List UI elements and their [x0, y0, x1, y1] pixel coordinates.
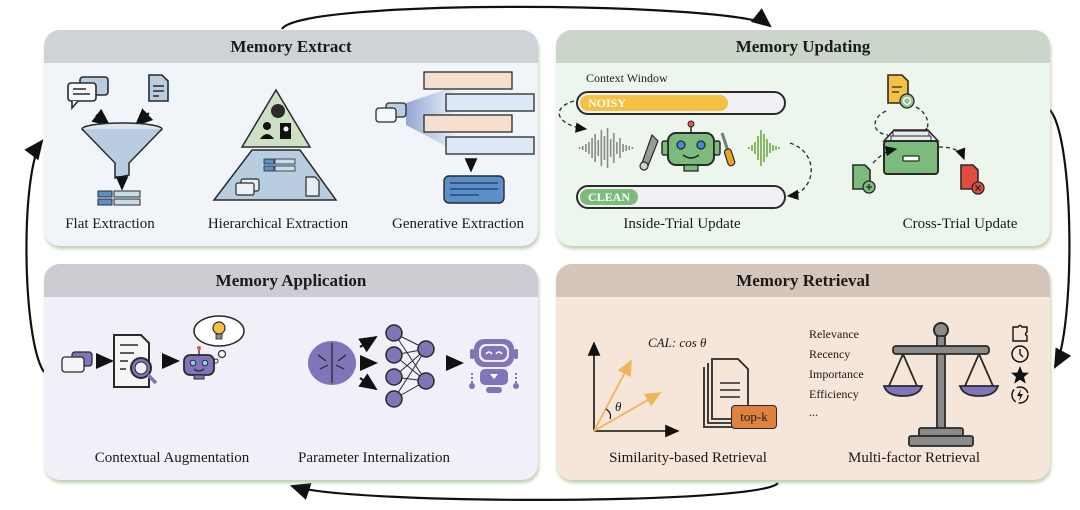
factor-icons [1011, 324, 1029, 404]
panel-memory-extract: Memory Extract [44, 30, 538, 246]
efficiency-bolt-icon [1011, 386, 1029, 404]
panel-title: Memory Application [44, 264, 538, 297]
file-drawer-icon [882, 129, 940, 175]
chat-icon [235, 178, 260, 196]
angle-label: θ [615, 399, 622, 414]
panel-title: Memory Updating [556, 30, 1050, 63]
table-icon [97, 190, 141, 206]
method-label: Generative Extraction [391, 216, 525, 232]
clean-context-bar: CLEAN [576, 185, 786, 209]
thought-bubble-lightbulb-icon [193, 315, 245, 364]
document-icon [148, 74, 169, 102]
cross-trial-icons [852, 74, 985, 195]
brain-head-icon [271, 104, 285, 118]
nn-node [417, 340, 435, 358]
balance-scale-icon [882, 322, 1000, 447]
method-label: Multi-factor Retrieval [847, 450, 981, 466]
parameter-internalization-icons [308, 324, 519, 408]
method-label: Inside-Trial Update [623, 216, 741, 232]
add-document-icon [852, 164, 876, 194]
nn-node [385, 390, 403, 408]
contextual-augmentation-icons [61, 315, 245, 388]
chat-icon [67, 76, 109, 111]
panel-title: Memory Retrieval [556, 264, 1050, 297]
settings-book-icon [280, 123, 291, 139]
arrow-application-to-extract [24, 139, 45, 373]
puzzle-icon [1012, 324, 1028, 342]
wrench-icon [639, 133, 659, 171]
clean-waveform-icon [748, 130, 780, 166]
chat-icon [61, 351, 93, 373]
noisy-waveform-icon [578, 128, 634, 168]
nn-edge [393, 348, 427, 400]
similarity-vector-plot-icon [587, 341, 680, 438]
method-label: Cross-Trial Update [902, 216, 1018, 232]
hierarchical-extraction-icon [212, 88, 338, 201]
panel-memory-retrieval: Memory Retrieval CAL: cos θ θ top-k [556, 264, 1050, 480]
robot-icon [469, 339, 519, 393]
chat-icon [375, 102, 407, 123]
robot-icon [183, 346, 215, 380]
robot-icon [661, 120, 721, 172]
factor-item: Efficiency [809, 387, 859, 401]
delete-document-icon [960, 164, 985, 195]
neural-network-icon [385, 324, 435, 408]
noisy-context-bar: NOISY [576, 91, 786, 115]
arrow-updating-to-retrieval [1049, 109, 1072, 369]
method-label: Flat Extraction [65, 216, 155, 232]
updated-document-icon [887, 74, 915, 109]
clean-fill: CLEAN [580, 189, 638, 205]
arrow-extract-to-updating [281, 5, 772, 30]
method-label: Similarity-based Retrieval [609, 450, 767, 466]
method-label: Hierarchical Extraction [207, 216, 349, 232]
nn-node [385, 324, 403, 342]
cosine-formula: CAL: cos θ [648, 335, 707, 350]
arrow-retrieval-to-application [289, 482, 779, 501]
document-icon [305, 176, 320, 197]
factor-item: ... [809, 405, 818, 419]
panel-title: Memory Extract [44, 30, 538, 63]
person-icon [260, 122, 274, 139]
brain-icon [308, 341, 356, 385]
top-k-label: top-k [740, 409, 768, 424]
factor-item: Importance [809, 367, 864, 381]
generative-extraction-icon [375, 71, 535, 204]
nn-edge [393, 332, 427, 382]
noisy-fill: NOISY [580, 95, 729, 111]
nn-node [417, 372, 435, 390]
funnel-icon [81, 122, 163, 179]
star-icon [1011, 366, 1029, 384]
method-label: Parameter Internalization [297, 450, 451, 466]
top-k-badge: top-k [731, 405, 777, 429]
table-icon [263, 158, 296, 172]
flat-extraction-icon [67, 74, 169, 206]
screwdriver-icon [720, 132, 736, 167]
factor-item: Recency [809, 347, 851, 361]
panel-memory-updating: Memory Updating Context Window NOISY CLE… [556, 30, 1050, 246]
nn-node [385, 368, 403, 386]
nn-node [385, 346, 403, 364]
method-label: Contextual Augmentation [94, 450, 250, 466]
document-search-icon [113, 334, 158, 388]
summary-note-icon [443, 175, 505, 204]
inside-trial-icons [558, 100, 812, 201]
context-window-label: Context Window [586, 71, 668, 85]
panel-memory-application: Memory Application [44, 264, 538, 480]
factor-item: Relevance [809, 327, 859, 341]
clock-icon [1011, 345, 1029, 363]
